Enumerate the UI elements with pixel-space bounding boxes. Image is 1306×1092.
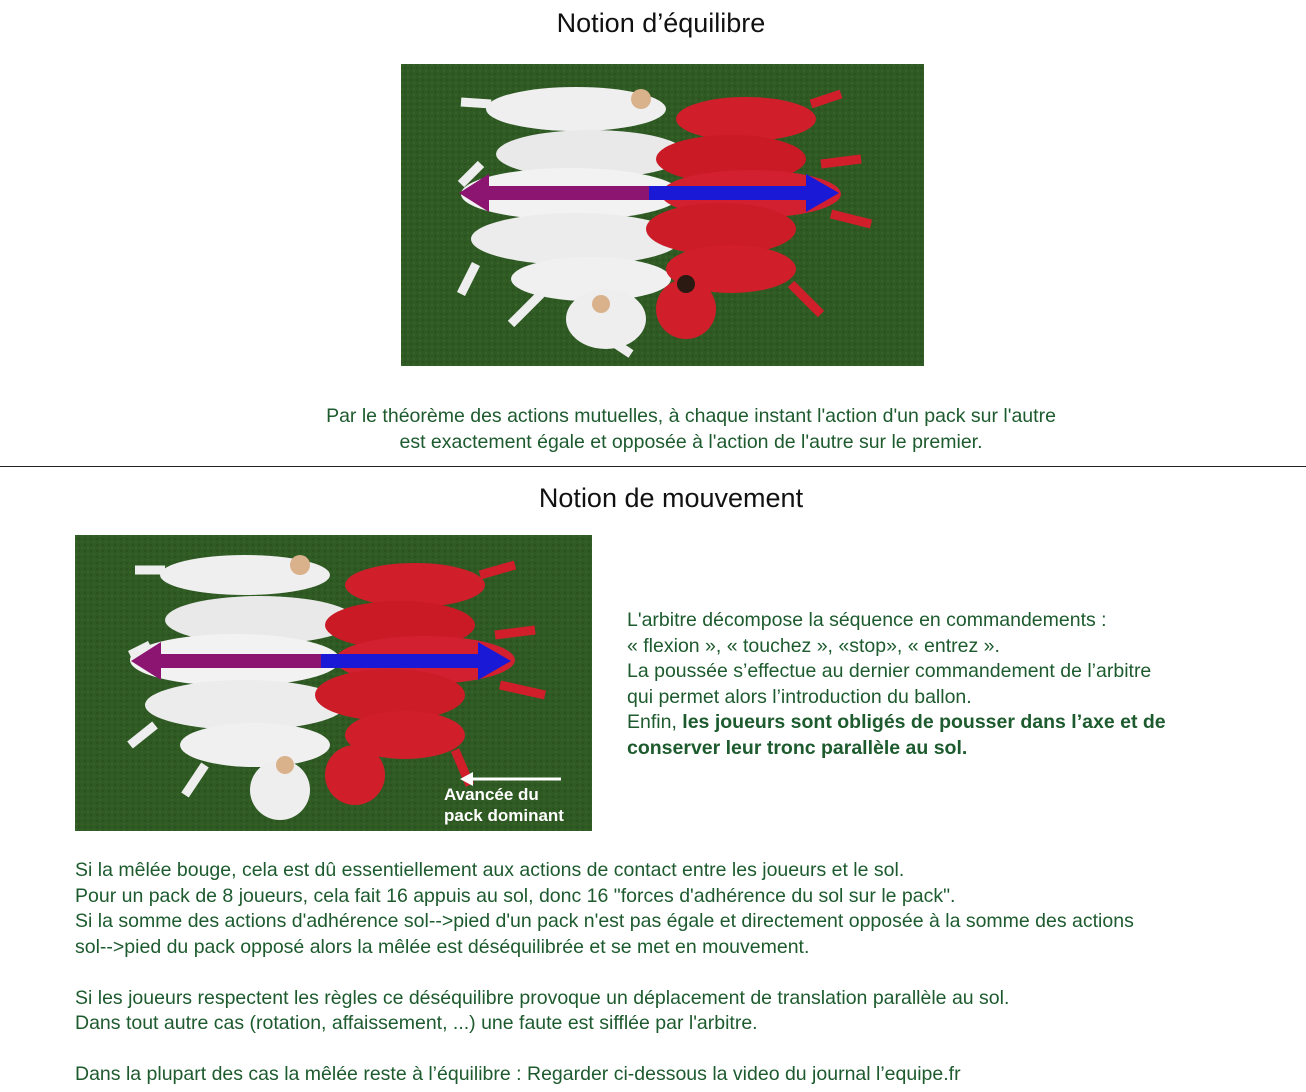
white-pack xyxy=(456,87,686,358)
explanation-line: Dans tout autre cas (rotation, affaissem… xyxy=(75,1012,758,1034)
explanation-line: sol-->pied du pack opposé alors la mêlée… xyxy=(75,935,810,958)
arbitre-line-enfin: Enfin, les joueurs sont obligés de pouss… xyxy=(627,710,1287,736)
section-title-mouvement: Notion de mouvement xyxy=(538,483,804,513)
scrum-photo-equilibre xyxy=(401,64,924,366)
equilibre-paragraph: Par le théorème des actions mutuelles, à… xyxy=(0,403,1306,455)
bold-rule-text: conserver leur tronc parallèle au sol. xyxy=(627,736,968,759)
enfin-prefix: Enfin, xyxy=(627,711,683,733)
caption-line: Avancée du xyxy=(444,785,539,804)
explanation-line: Dans la plupart des cas la mêlée reste à… xyxy=(75,1063,961,1085)
arbitre-line: qui permet alors l’introduction du ballo… xyxy=(627,685,972,708)
arbitre-paragraph: L'arbitre décompose la séquence en comma… xyxy=(627,608,1287,761)
white-pack xyxy=(127,555,355,820)
mouvement-explanation: Si la mêlée bouge, cela est dû essentiel… xyxy=(75,858,1295,1088)
force-arrows xyxy=(131,642,511,680)
equilibre-line: est exactement égale et opposée à l'acti… xyxy=(399,430,983,453)
image-caption-advance: Avancée du pack dominant xyxy=(444,784,564,826)
bold-rule-text: les joueurs sont obligés de pousser dans… xyxy=(682,711,1166,733)
explanation-line: Si les joueurs respectent les règles ce … xyxy=(75,986,1010,1009)
scrum-photo-mouvement xyxy=(75,535,592,831)
arbitre-line: L'arbitre décompose la séquence en comma… xyxy=(627,609,1107,631)
arbitre-line: « flexion », « touchez », «stop», « entr… xyxy=(627,634,1000,657)
arbitre-line: La poussée s’effectue au dernier command… xyxy=(627,660,1152,682)
force-arrows xyxy=(459,174,839,212)
equilibre-line: Par le théorème des actions mutuelles, à… xyxy=(326,404,1056,427)
explanation-line: Si la mêlée bouge, cela est dû essentiel… xyxy=(75,859,905,881)
section-divider xyxy=(0,466,1306,467)
section-title-equilibre: Notion d’équilibre xyxy=(556,8,766,38)
explanation-line: Si la somme des actions d'adhérence sol-… xyxy=(75,910,1134,932)
explanation-line: Pour un pack de 8 joueurs, cela fait 16 … xyxy=(75,884,956,907)
caption-line: pack dominant xyxy=(444,806,564,825)
arbitre-line-bold: conserver leur tronc parallèle au sol. xyxy=(627,736,1287,762)
advance-arrow xyxy=(460,772,561,786)
